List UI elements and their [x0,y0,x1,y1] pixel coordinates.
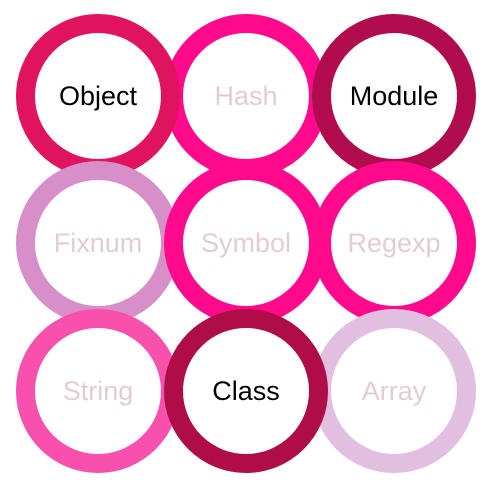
symbol-label: Symbol [200,228,292,258]
regexp-label: Regexp [347,228,441,258]
array-label: Array [361,376,427,406]
class-label: Class [212,376,280,406]
string-label: String [62,376,134,406]
module-label: Module [349,81,439,111]
fixnum-label: Fixnum [53,228,143,258]
hash-label: Hash [214,81,278,111]
object-label: Object [58,81,138,111]
